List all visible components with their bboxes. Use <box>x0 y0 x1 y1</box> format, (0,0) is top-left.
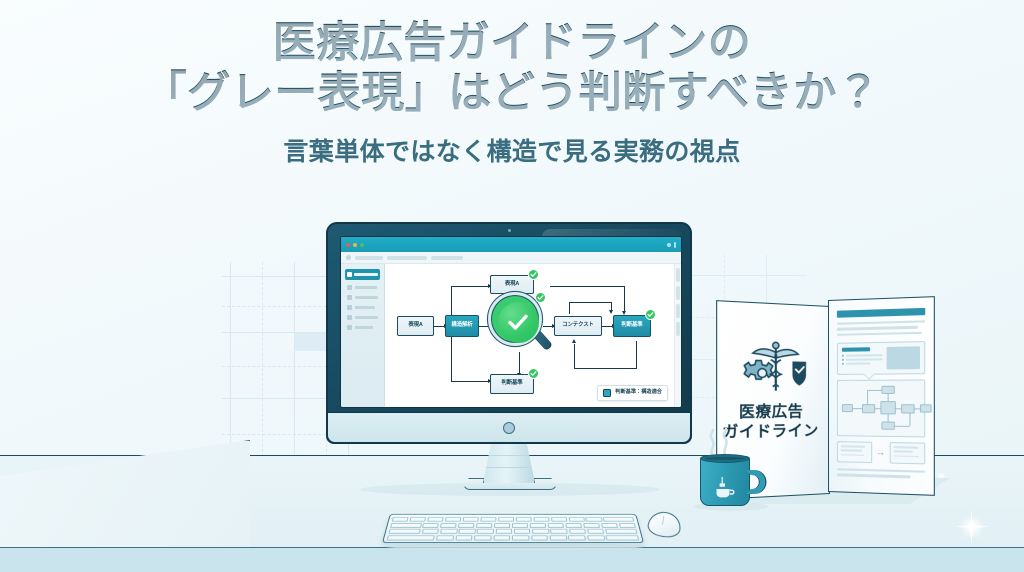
titlebar-actions <box>667 241 676 248</box>
maximize-button[interactable] <box>360 242 364 247</box>
background-grid-left <box>222 262 372 462</box>
flow-node-label: 判断基準 <box>621 322 643 329</box>
book-page-header-bar <box>836 307 926 318</box>
teacup-icon <box>713 477 735 499</box>
desktop-monitor: 表現A 構造解析 表現A コンテクスト 判断基準 <box>326 222 692 444</box>
sidebar-item-label <box>355 306 375 309</box>
book-thumbnail <box>886 346 920 370</box>
keyboard[interactable] <box>381 513 645 544</box>
status-check-icon <box>535 292 546 303</box>
magnifier-lens <box>488 292 542 346</box>
flow-node-label: コンテクスト <box>562 322 594 329</box>
hero-title-line-2: 「グレー表現」はどう判断すべきか？ <box>0 68 1024 118</box>
sidebar-item-icon <box>347 325 352 330</box>
caduceus-gear-shield-icon <box>735 338 816 397</box>
scrollbar-thumb[interactable] <box>676 268 680 282</box>
coffee-mug <box>700 454 765 506</box>
flow-node-expression-a-left[interactable]: 表現A <box>397 316 434 336</box>
flowchart-canvas[interactable]: 表現A 構造解析 表現A コンテクスト 判断基準 <box>385 264 674 407</box>
toolbar-field-3[interactable] <box>431 255 463 260</box>
sparkle-icon <box>955 510 989 544</box>
app-toolbar <box>341 252 681 264</box>
sidebar-item-active[interactable] <box>345 269 380 280</box>
list-item[interactable] <box>345 325 380 330</box>
mug-rim <box>700 454 750 463</box>
book-callout-card <box>836 341 926 379</box>
mug-handle <box>746 470 765 494</box>
sidebar-item-label <box>354 296 378 299</box>
toolbar-field-2[interactable] <box>387 255 427 260</box>
flow-node-criteria-bottom[interactable]: 判断基準 <box>490 374 534 394</box>
flow-node-expression-a-top[interactable]: 表現A <box>490 275 534 294</box>
verified-check-badge <box>497 301 539 343</box>
back-icon[interactable] <box>346 255 351 260</box>
monitor-bezel-chin <box>328 412 690 442</box>
book-content-page: → <box>828 296 935 496</box>
list-item[interactable] <box>345 295 380 300</box>
list-item[interactable] <box>345 305 380 310</box>
flow-node-label: 表現A <box>504 280 520 287</box>
close-button[interactable] <box>346 242 350 247</box>
app-body: 表現A 構造解析 表現A コンテクスト 判断基準 <box>341 264 681 407</box>
book-comparison-row: → <box>836 441 926 465</box>
scrollbar-track-segment <box>676 322 680 336</box>
hero-title-block: 医療広告ガイドラインの 「グレー表現」はどう判断すべきか？ 言葉単体ではなく構造… <box>0 18 1024 168</box>
guideline-book: 医療広告 ガイドライン <box>712 296 940 500</box>
sidebar-active-label <box>354 273 378 276</box>
more-options-icon[interactable] <box>667 242 671 247</box>
list-item[interactable] <box>345 285 380 290</box>
book-cover-page: 医療広告 ガイドライン <box>716 300 830 500</box>
scrollbar-track-segment <box>676 304 680 318</box>
webcam-icon <box>507 229 511 232</box>
hero-title-line-1: 医療広告ガイドラインの <box>0 18 1024 68</box>
flow-node-label: 構造解析 <box>451 322 473 329</box>
steam-icon <box>704 427 750 458</box>
book-cover-title-line-1: 医療広告 <box>738 403 804 422</box>
sidebar-item-icon <box>347 315 352 320</box>
sidebar-item-icon <box>347 285 352 290</box>
sidebar-item-icon <box>347 305 352 310</box>
canvas-scrollbar[interactable] <box>674 264 681 407</box>
flow-node-label: 判断基準 <box>501 380 523 387</box>
hero-subtitle: 言葉単体ではなく構造で見る実務の視点 <box>283 137 741 166</box>
arrow-right-icon: → <box>875 446 886 458</box>
menu-icon[interactable] <box>674 241 676 248</box>
monitor-stand <box>483 443 535 483</box>
flow-node-label: 表現A <box>408 322 423 329</box>
keyboard-shadow <box>384 543 646 550</box>
scrollbar-track-segment <box>676 286 680 300</box>
status-check-icon <box>645 309 656 320</box>
minimize-button[interactable] <box>353 242 357 247</box>
flow-node-structure-analysis[interactable]: 構造解析 <box>445 315 479 337</box>
book-flow-diagram <box>836 379 932 438</box>
flow-node-criteria-right[interactable]: 判断基準 <box>613 315 651 337</box>
sidebar-item-label <box>355 326 373 329</box>
flowchart-legend: 判断基準：構造適合 <box>597 385 668 401</box>
legend-swatch <box>603 389 612 397</box>
list-item[interactable] <box>345 315 380 320</box>
sidebar-active-icon <box>347 272 352 277</box>
legend-label: 判断基準：構造適合 <box>615 389 662 396</box>
sidebar-item-icon <box>347 295 352 300</box>
toolbar-field-1[interactable] <box>355 255 383 260</box>
status-check-icon <box>528 269 539 280</box>
status-check-icon <box>528 368 539 379</box>
desk-front-edge <box>0 547 1024 572</box>
monitor-screen: 表現A 構造解析 表現A コンテクスト 判断基準 <box>340 236 682 408</box>
mug-shadow <box>694 502 768 511</box>
magnifier-icon <box>488 292 554 354</box>
sidebar-item-label <box>355 286 377 289</box>
sidebar-item-label <box>354 316 378 319</box>
app-titlebar <box>341 237 681 252</box>
flow-node-context[interactable]: コンテクスト <box>554 316 602 336</box>
power-button[interactable] <box>503 422 515 434</box>
app-sidebar <box>341 264 385 407</box>
